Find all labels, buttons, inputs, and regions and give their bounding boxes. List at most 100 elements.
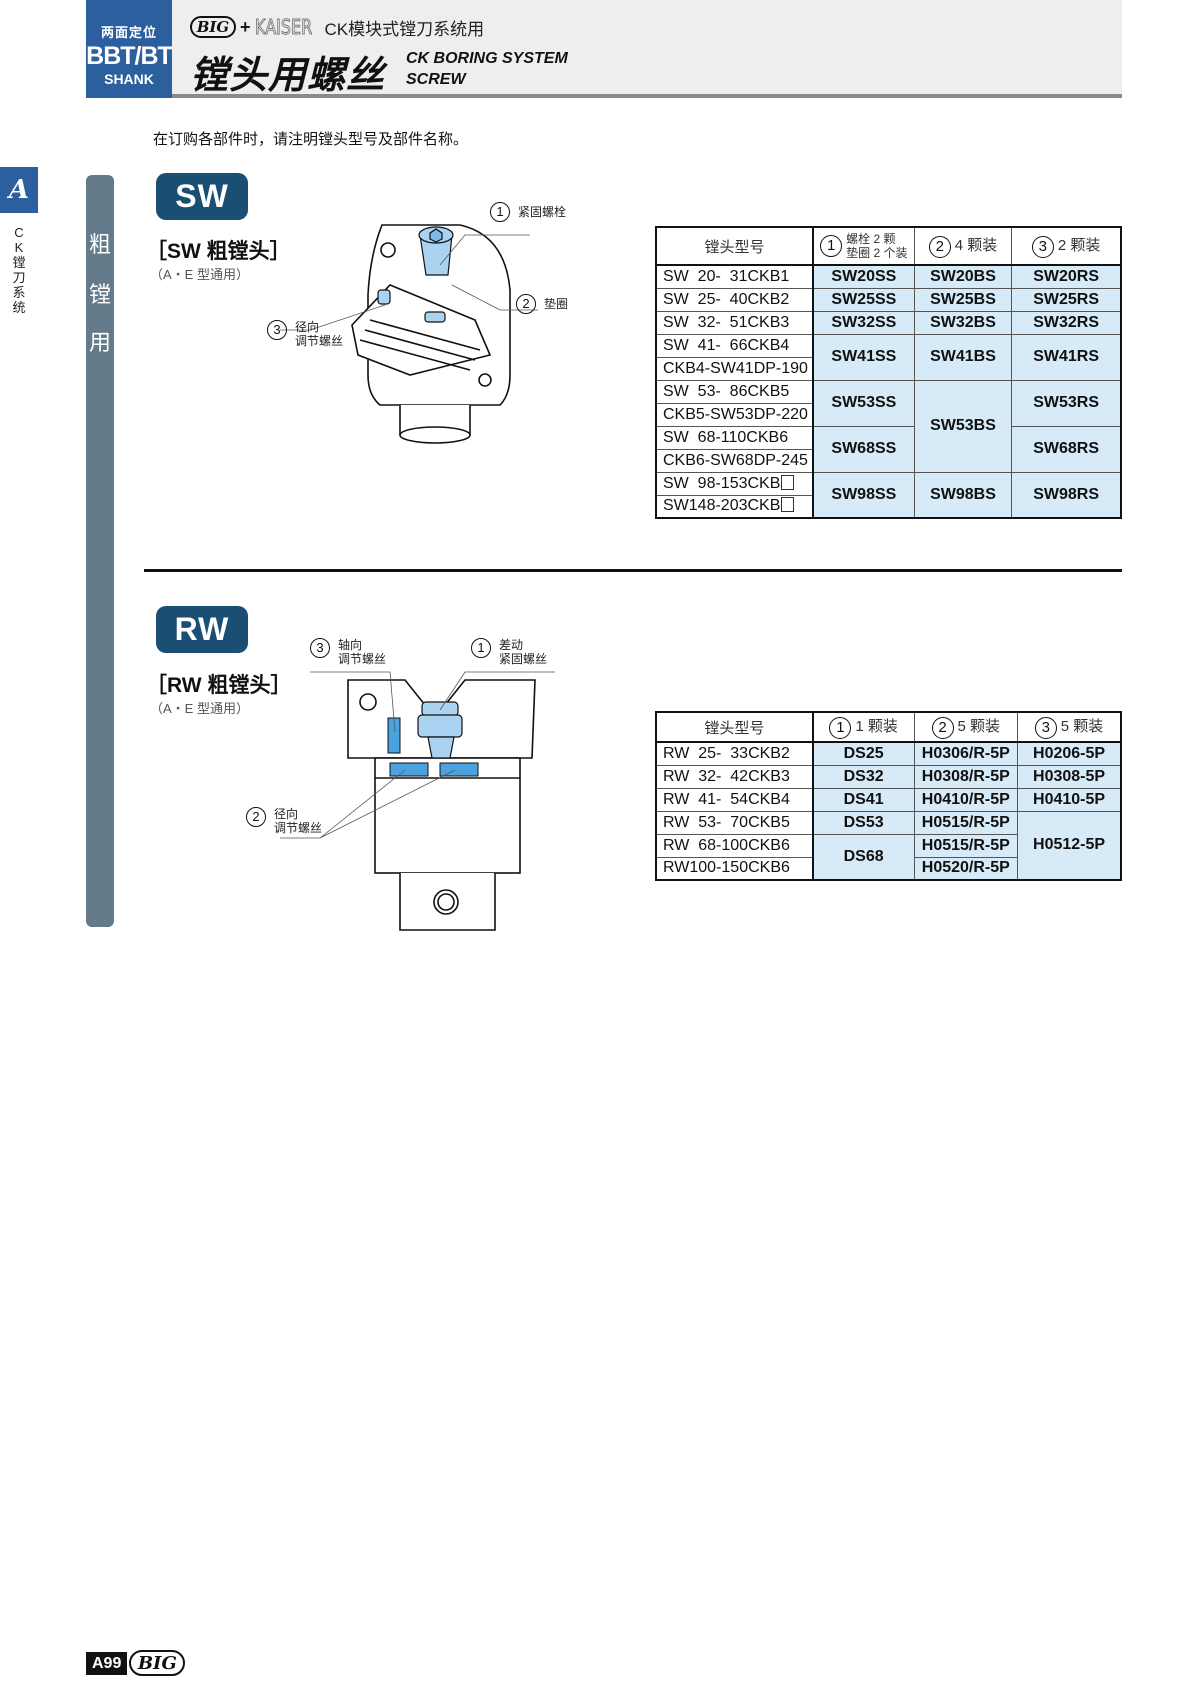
table-row: SW 68-110CKB6 SW68SS SW68RS	[655, 425, 1122, 473]
part-cell: SW20SS	[812, 264, 915, 289]
callout-line: 调节螺丝	[295, 334, 344, 348]
circle-number: 3	[1031, 235, 1054, 258]
part-cell: SW68RS	[1011, 425, 1122, 473]
table-row: SW 25- 40CKB2 SW25SS SW25BS SW25RS	[655, 287, 1122, 312]
side-char: K	[14, 240, 24, 255]
table-row: CKB6-SW68DP-245	[655, 448, 1121, 473]
side-char: C	[14, 225, 24, 240]
placeholder-box	[781, 497, 795, 513]
title-en-line1: CK BORING SYSTEM	[406, 50, 568, 67]
header-line: 垫圈 2 个装	[846, 246, 908, 260]
part-cell: SW25SS	[812, 287, 915, 312]
callout-line: 径向	[274, 807, 299, 821]
side-char: 统	[12, 300, 26, 315]
callout-label: 轴向 调节螺丝	[338, 638, 386, 666]
model-cell: RW 41- 54CKB4	[655, 787, 814, 812]
callout-label: 径向 调节螺丝	[274, 807, 322, 835]
part-cell: H0515/R-5P	[913, 810, 1019, 835]
part-cell: SW41BS	[913, 333, 1013, 381]
model-cell: SW 98-153CKB	[655, 471, 814, 496]
page-footer: A99 BIG	[86, 1650, 186, 1676]
shank-type: BBT/BT	[86, 42, 173, 70]
part-cell: H0515/R-5P	[913, 833, 1019, 858]
table-row: RW 68-100CKB6 DS68 H0515/R-5P	[655, 833, 1121, 881]
model-text: SW148-203CKB	[663, 497, 781, 515]
table-row: SW 98-153CKB SW98SS SW98BS SW98RS	[655, 471, 1122, 519]
circle-number: 1	[829, 716, 852, 739]
section-divider	[144, 569, 1122, 572]
callout-line: 紧固螺丝	[499, 652, 548, 666]
callout-line: 差动	[499, 638, 524, 652]
model-cell: SW 25- 40CKB2	[655, 287, 814, 312]
part-cell: SW25BS	[913, 287, 1013, 312]
col-header-1: 1 螺栓 2 颗垫圈 2 个装	[812, 226, 915, 266]
circle-number: 1	[820, 235, 843, 257]
shank-en: SHANK	[104, 71, 154, 87]
part-cell: SW20BS	[913, 264, 1013, 289]
table-row: SW 53- 86CKB5 SW53SS SW53BS SW53RS	[655, 379, 1122, 473]
table-row: RW 41- 54CKB4 DS41 H0410/R-5P H0410-5P	[655, 787, 1122, 812]
sw-callout-3: 3 径向 调节螺丝	[267, 320, 343, 348]
part-cell: SW25RS	[1011, 287, 1122, 312]
part-cell: DS68	[812, 833, 915, 881]
part-cell: H0308-5P	[1017, 764, 1122, 789]
part-cell: H0512-5P	[1017, 810, 1122, 881]
page-number: A99	[86, 1651, 128, 1675]
rw-callout-3: 3 轴向 调节螺丝	[310, 638, 386, 666]
circle-number: 2	[931, 716, 954, 739]
part-cell: SW53BS	[913, 379, 1013, 473]
shank-badge: 两面定位 BBT/BT SHANK	[86, 0, 173, 98]
part-cell: H0410/R-5P	[913, 787, 1019, 812]
model-cell: SW 20- 31CKB1	[655, 264, 814, 289]
shank-cn: 两面定位	[100, 25, 157, 40]
part-cell: SW98SS	[812, 471, 915, 519]
section-tab-a[interactable]: A	[0, 167, 38, 213]
rw-boring-head-diagram	[280, 671, 555, 931]
sw-callout-2: 2 垫圈	[516, 294, 568, 314]
model-text: SW 98-153CKB	[663, 474, 781, 492]
part-cell: SW53RS	[1011, 379, 1122, 427]
part-cell: SW98BS	[913, 471, 1013, 519]
bar-char: 镗	[88, 282, 111, 307]
callout-line: 调节螺丝	[274, 821, 323, 835]
order-instruction: 在订购各部件时，请注明镗头型号及部件名称。	[153, 131, 469, 148]
model-cell: SW 68-110CKB6	[655, 425, 814, 450]
callout-number: 3	[267, 320, 287, 340]
brand-line: BIG + KAISER CK模块式镗刀系统用	[190, 14, 484, 40]
part-cell: H0520/R-5P	[913, 856, 1019, 881]
table-row: RW100-150CKB6 H0520/R-5P	[655, 856, 1121, 881]
model-cell: SW 41- 66CKB4	[655, 333, 814, 358]
callout-label: 差动 紧固螺丝	[499, 638, 547, 666]
section-side-label: C K 镗 刀 系 统	[10, 225, 28, 315]
kaiser-logo: KAISER	[254, 15, 312, 40]
model-cell: CKB4-SW41DP-190	[655, 356, 814, 381]
part-cell: SW32BS	[913, 310, 1013, 335]
side-char: 系	[12, 285, 26, 300]
header-label: 1 颗装	[855, 718, 898, 736]
rw-callout-2: 2 径向 调节螺丝	[246, 807, 322, 835]
sw-badge: SW	[156, 173, 248, 220]
table-row: SW148-203CKB	[655, 494, 1121, 519]
part-cell: DS25	[812, 741, 915, 766]
page-header: 两面定位 BBT/BT SHANK BIG + KAISER CK模块式镗刀系统…	[86, 0, 1122, 98]
part-cell: SW68SS	[812, 425, 915, 473]
part-cell: SW41RS	[1011, 333, 1122, 381]
callout-line: 轴向	[338, 638, 363, 652]
table-row: RW 32- 42CKB3 DS32 H0308/R-5P H0308-5P	[655, 764, 1122, 789]
part-cell: DS32	[812, 764, 915, 789]
table-row: SW 20- 31CKB1 SW20SS SW20BS SW20RS	[655, 264, 1122, 289]
table-row: CKB4-SW41DP-190	[655, 356, 1121, 381]
callout-line: 径向	[295, 320, 320, 334]
sw-title: ［SW 粗镗头］	[146, 240, 291, 263]
model-cell: RW 25- 33CKB2	[655, 741, 814, 766]
sw-subtitle: （A・E 型通用）	[150, 267, 249, 282]
callout-number: 1	[490, 202, 510, 222]
brand-plus: +	[240, 16, 251, 37]
side-char: 镗	[12, 255, 26, 270]
bar-char: 粗	[88, 232, 111, 257]
